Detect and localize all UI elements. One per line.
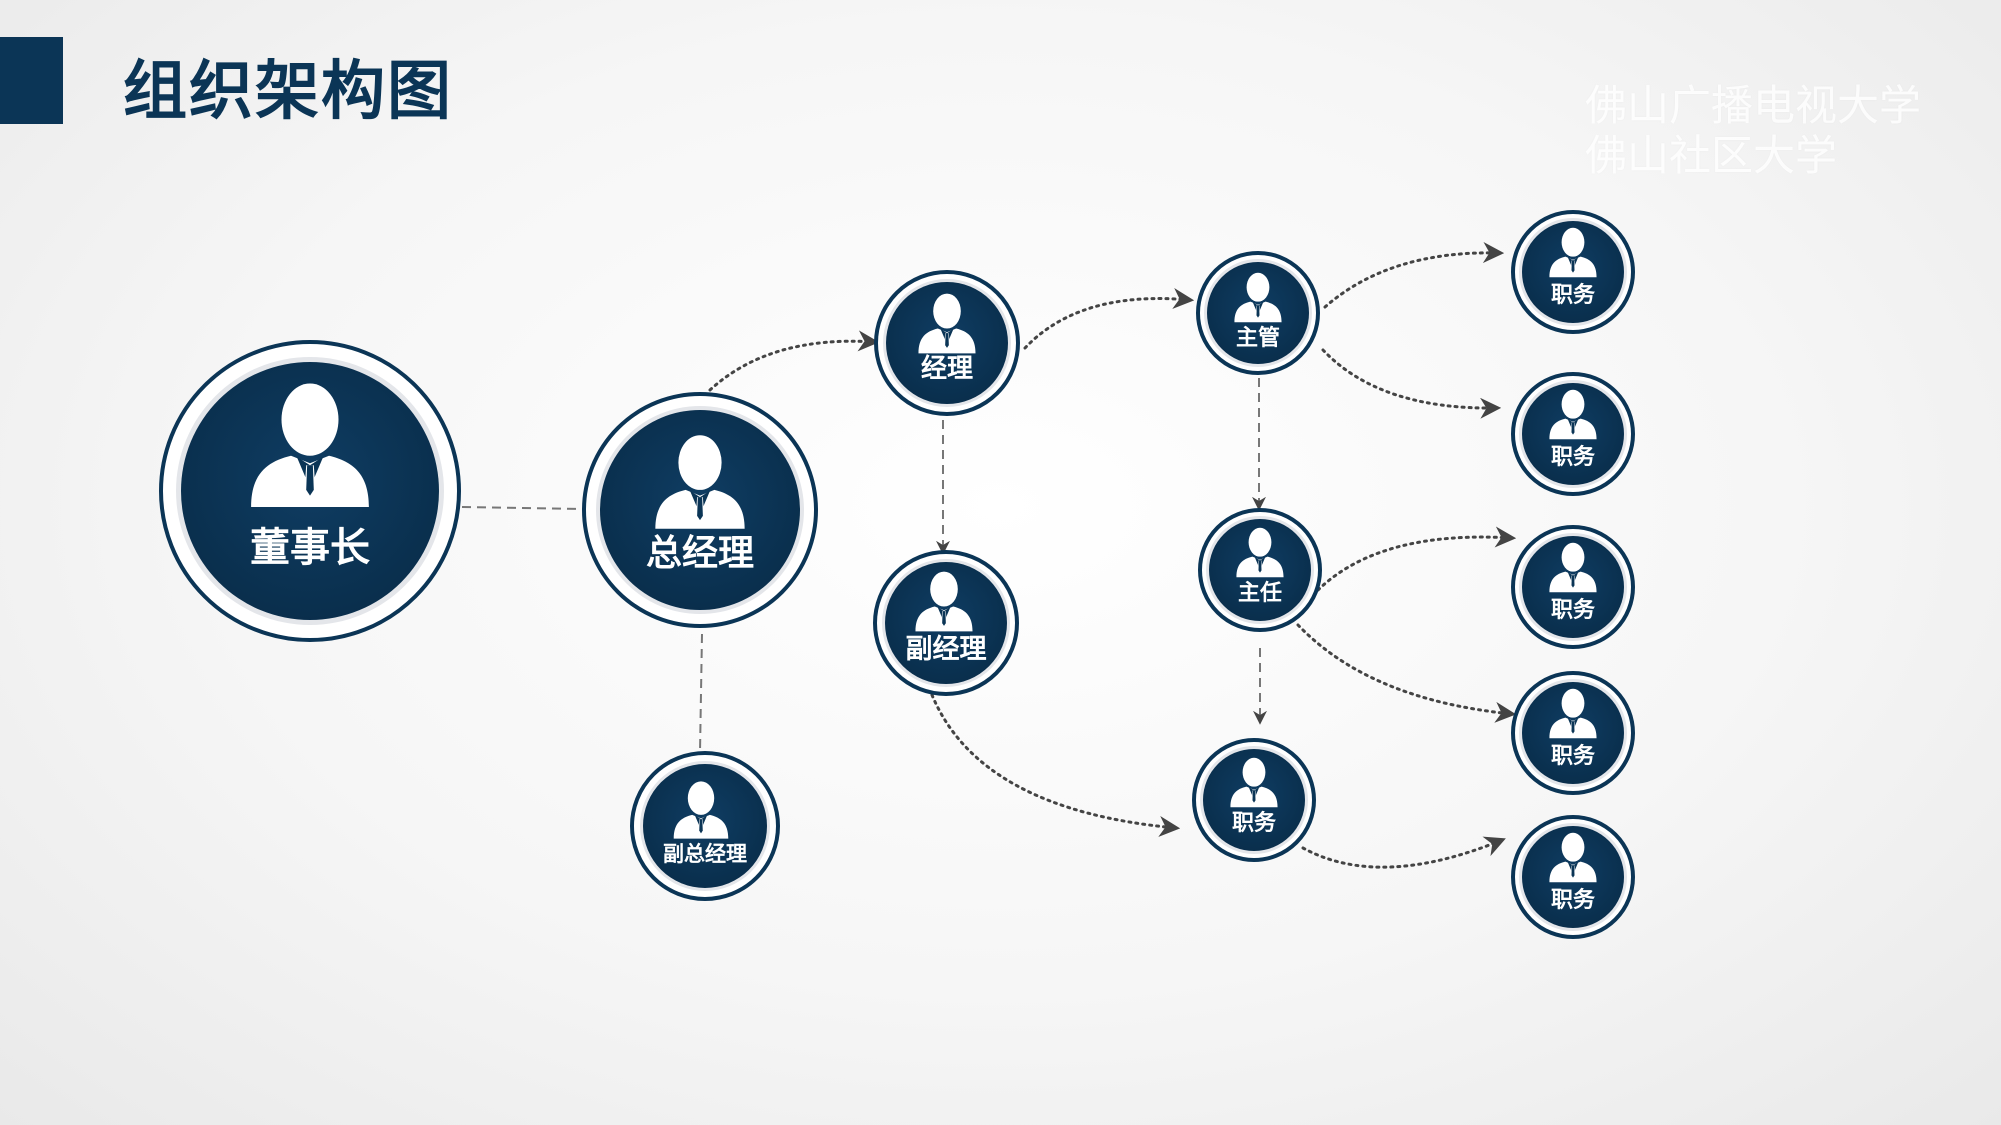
arc-supervisor-post-1 xyxy=(1323,242,1505,309)
arc-post-mid-post-5 xyxy=(1301,836,1506,869)
node-manager: 经理 xyxy=(874,270,1020,416)
nodes: 董事长 总经理 副总经理 经理 副经理 xyxy=(159,210,1635,939)
node-label: 职务 xyxy=(1232,811,1277,836)
node-post-4: 职务 xyxy=(1511,671,1635,795)
node-post-3: 职务 xyxy=(1511,525,1635,649)
node-director: 主任 xyxy=(1198,508,1322,632)
node-gm: 总经理 xyxy=(582,392,818,628)
link-gm-deputy-gm xyxy=(699,633,703,753)
node-label: 总经理 xyxy=(646,533,754,574)
node-label: 职务 xyxy=(1551,283,1596,308)
node-label: 经理 xyxy=(921,353,973,384)
arc-deputy-manager-post-mid xyxy=(930,693,1181,837)
node-label: 职务 xyxy=(1551,598,1596,623)
arc-director-post-4 xyxy=(1296,623,1517,723)
node-label: 职务 xyxy=(1551,445,1596,470)
link-chairman-gm xyxy=(461,506,587,510)
node-post-5: 职务 xyxy=(1511,815,1635,939)
node-label: 主任 xyxy=(1238,580,1282,606)
watermark-line-1: 佛山广播电视大学 xyxy=(1585,81,1922,130)
arc-supervisor-post-2 xyxy=(1321,348,1502,419)
node-post-2: 职务 xyxy=(1511,372,1635,496)
node-post-1: 职务 xyxy=(1511,210,1635,334)
page-title: 组织架构图 xyxy=(123,55,453,129)
node-deputy-gm: 副总经理 xyxy=(630,751,780,901)
node-label: 副经理 xyxy=(906,633,987,665)
node-label: 主管 xyxy=(1236,325,1280,351)
node-label: 副总经理 xyxy=(663,842,747,866)
arc-gm-manager xyxy=(708,330,880,392)
node-label: 职务 xyxy=(1551,888,1596,913)
node-supervisor: 主管 xyxy=(1196,251,1320,375)
node-deputy-manager: 副经理 xyxy=(873,550,1019,696)
watermark-line-2: 佛山社区大学 xyxy=(1585,131,1838,180)
node-post-mid: 职务 xyxy=(1192,738,1316,862)
arc-director-post-3 xyxy=(1316,526,1517,592)
node-label: 董事长 xyxy=(250,525,370,571)
node-chairman: 董事长 xyxy=(159,340,461,642)
connectors xyxy=(461,242,1517,869)
node-label: 职务 xyxy=(1551,744,1596,769)
arc-manager-supervisor xyxy=(1023,288,1195,350)
title-accent-bar xyxy=(0,37,63,124)
